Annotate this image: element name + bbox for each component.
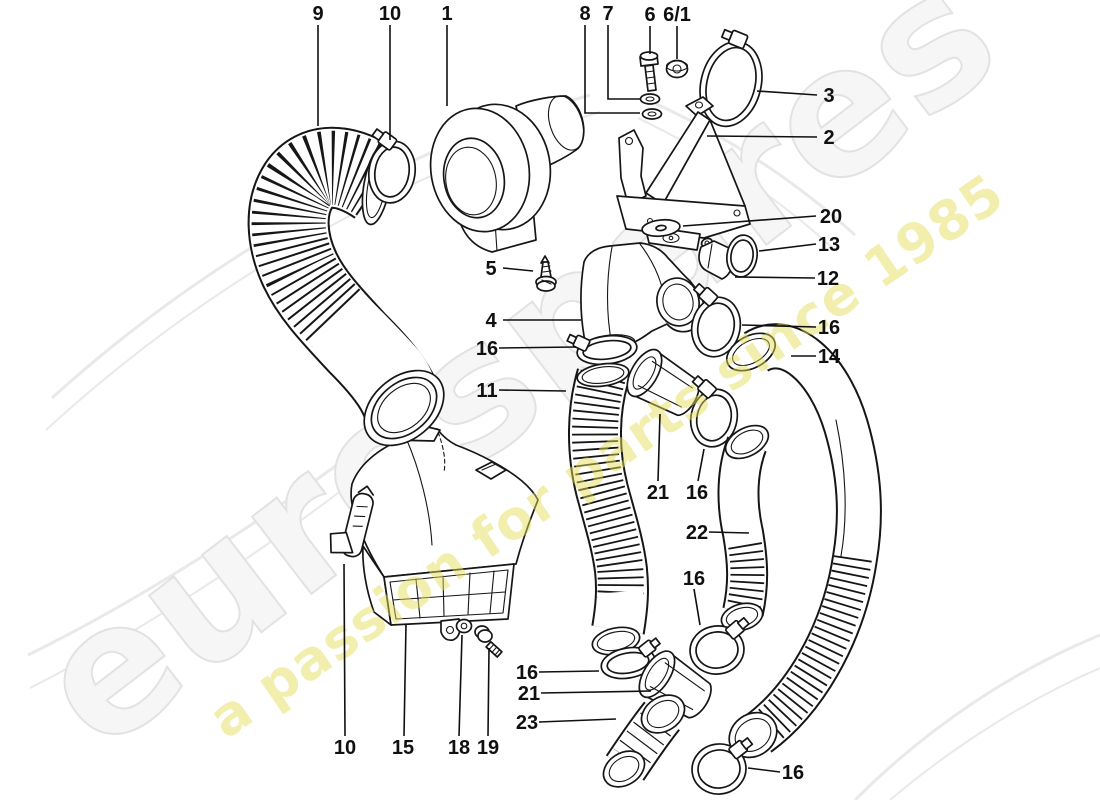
part-16-hose-clamp-e bbox=[600, 637, 661, 680]
part-7-washer bbox=[639, 93, 661, 105]
part-12-retaining-clip bbox=[698, 237, 734, 280]
part-2-mounting-bracket bbox=[616, 96, 751, 251]
callout-leader-23-24 bbox=[538, 718, 617, 723]
callout-leader-11-17 bbox=[498, 389, 567, 392]
callout-leader-7-4 bbox=[607, 25, 640, 100]
callout-leader-22-20 bbox=[708, 531, 750, 534]
part-16-hose-clamp-b bbox=[690, 282, 742, 358]
callout-label-21-23: 21 bbox=[518, 683, 540, 705]
callout-label-15-26: 15 bbox=[392, 737, 414, 759]
callout-leader-10-25 bbox=[343, 563, 346, 737]
callout-label-8-3: 8 bbox=[579, 3, 590, 25]
callout-label-16-22: 16 bbox=[516, 662, 538, 684]
callout-label-9-0: 9 bbox=[312, 3, 323, 25]
callout-leader-2-8 bbox=[706, 135, 818, 138]
part-10-latch-lower bbox=[329, 485, 375, 558]
callout-leader-16-16 bbox=[498, 346, 577, 349]
callout-label-16-19: 16 bbox=[686, 482, 708, 504]
callout-label-13-10: 13 bbox=[818, 234, 840, 256]
callout-leader-19-28 bbox=[487, 647, 490, 737]
part-8-washer bbox=[641, 108, 663, 120]
callout-label-16-16: 16 bbox=[476, 338, 498, 360]
callout-label-2-8: 2 bbox=[823, 127, 834, 149]
callout-leader-3-7 bbox=[756, 90, 818, 96]
callout-label-4-15: 4 bbox=[485, 310, 497, 332]
callout-label-10-25: 10 bbox=[334, 737, 356, 759]
part-15-air-shroud bbox=[350, 423, 539, 642]
part-6-1-nut bbox=[665, 59, 689, 79]
callout-leader-16-29 bbox=[747, 767, 781, 773]
callout-label-16-29: 16 bbox=[782, 762, 804, 784]
callout-label-14-13: 14 bbox=[818, 346, 841, 368]
callout-label-7-4: 7 bbox=[602, 3, 613, 25]
part-23-short-hose bbox=[602, 694, 686, 788]
callout-leader-16-19 bbox=[697, 448, 705, 482]
part-22-air-hose bbox=[717, 424, 770, 632]
part-16-hose-clamp-d bbox=[689, 616, 750, 675]
callout-label-19-28: 19 bbox=[477, 737, 499, 759]
part-19-bolt bbox=[474, 625, 503, 658]
callout-leader-5-14 bbox=[502, 267, 534, 272]
callout-leader-16-21 bbox=[693, 588, 701, 626]
callout-label-11-17: 11 bbox=[476, 380, 497, 402]
part-9-elbow-hose bbox=[247, 126, 445, 447]
callout-label-1-2: 1 bbox=[441, 3, 452, 25]
part-18-washer bbox=[455, 618, 473, 634]
part-16-hose-clamp-c bbox=[689, 375, 739, 448]
callout-label-21-18: 21 bbox=[647, 482, 669, 504]
callout-label-12-11: 12 bbox=[817, 268, 839, 290]
callout-label-20-9: 20 bbox=[820, 206, 842, 228]
part-1-blower-housing bbox=[429, 95, 585, 253]
part-5-screw bbox=[535, 255, 557, 292]
part-3-hose-clamp-large bbox=[699, 28, 763, 128]
callout-label-22-20: 22 bbox=[686, 522, 708, 544]
callout-label-18-27: 18 bbox=[448, 737, 470, 759]
callout-leader-13-10 bbox=[758, 243, 817, 252]
part-20-washer bbox=[641, 218, 681, 238]
callout-label-6-1-6: 6/1 bbox=[663, 4, 691, 26]
callout-leader-16-22 bbox=[538, 670, 600, 673]
part-13-sealing-ring bbox=[726, 234, 758, 278]
part-6-bolt bbox=[639, 51, 659, 92]
part-11-corrugated-hose bbox=[567, 362, 649, 656]
callout-leader-18-27 bbox=[458, 634, 463, 737]
callout-label-5-14: 5 bbox=[485, 258, 496, 280]
callout-label-6-5: 6 bbox=[644, 4, 655, 26]
callout-leader-21-23 bbox=[540, 690, 652, 694]
part-16-hose-clamp-a bbox=[566, 333, 638, 366]
callout-leader-8-3 bbox=[584, 25, 640, 114]
part-14-air-hose bbox=[725, 323, 882, 759]
callout-leader-16-12 bbox=[741, 324, 817, 328]
callout-label-10-1: 10 bbox=[379, 3, 401, 25]
part-16-hose-clamp-f bbox=[691, 737, 754, 795]
part-21-connector-sleeve-a bbox=[626, 348, 700, 417]
callout-label-16-21: 16 bbox=[683, 568, 705, 590]
part-10-hose-clamp-upper bbox=[367, 128, 417, 204]
callout-leader-20-9 bbox=[682, 215, 817, 227]
callout-label-3-7: 3 bbox=[823, 85, 834, 107]
callout-leader-15-26 bbox=[403, 623, 407, 737]
callout-leader-12-11 bbox=[734, 276, 816, 279]
callout-label-23-24: 23 bbox=[516, 712, 538, 734]
callout-leader-21-18 bbox=[657, 413, 661, 482]
callout-label-16-12: 16 bbox=[818, 317, 840, 339]
